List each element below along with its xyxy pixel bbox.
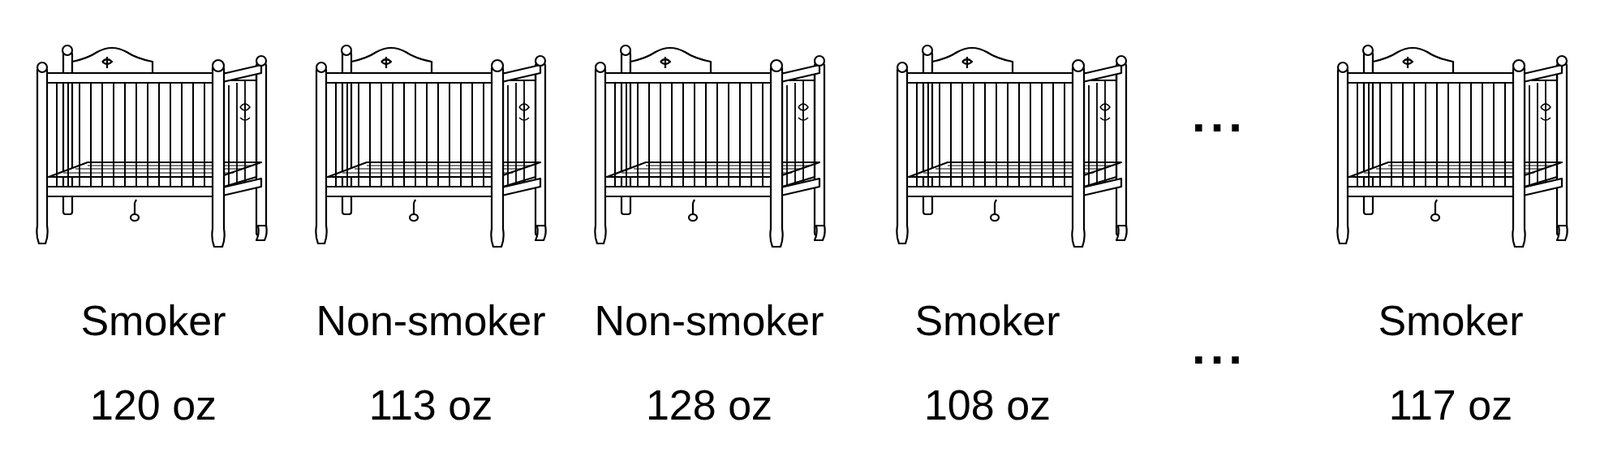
crib bbox=[594, 45, 825, 247]
weight-value: 128 oz bbox=[645, 382, 773, 429]
group-label: Non-smoker bbox=[593, 297, 824, 345]
group-label: Non-smoker bbox=[315, 297, 546, 345]
crib bbox=[896, 45, 1127, 247]
weight-value: 113 oz bbox=[369, 382, 493, 429]
ellipsis: ... bbox=[1191, 88, 1248, 142]
weight-value: 120 oz bbox=[90, 382, 217, 429]
group-label: Smoker bbox=[914, 297, 1060, 345]
weight-value: 117 oz bbox=[1389, 382, 1513, 429]
group-label: Smoker bbox=[1377, 297, 1523, 345]
crib bbox=[315, 45, 546, 247]
weight-value: 108 oz bbox=[924, 382, 1051, 429]
group-label: Smoker bbox=[80, 297, 226, 345]
crib bbox=[36, 45, 267, 247]
ellipsis: ... bbox=[1191, 320, 1248, 375]
crib bbox=[1337, 45, 1567, 247]
